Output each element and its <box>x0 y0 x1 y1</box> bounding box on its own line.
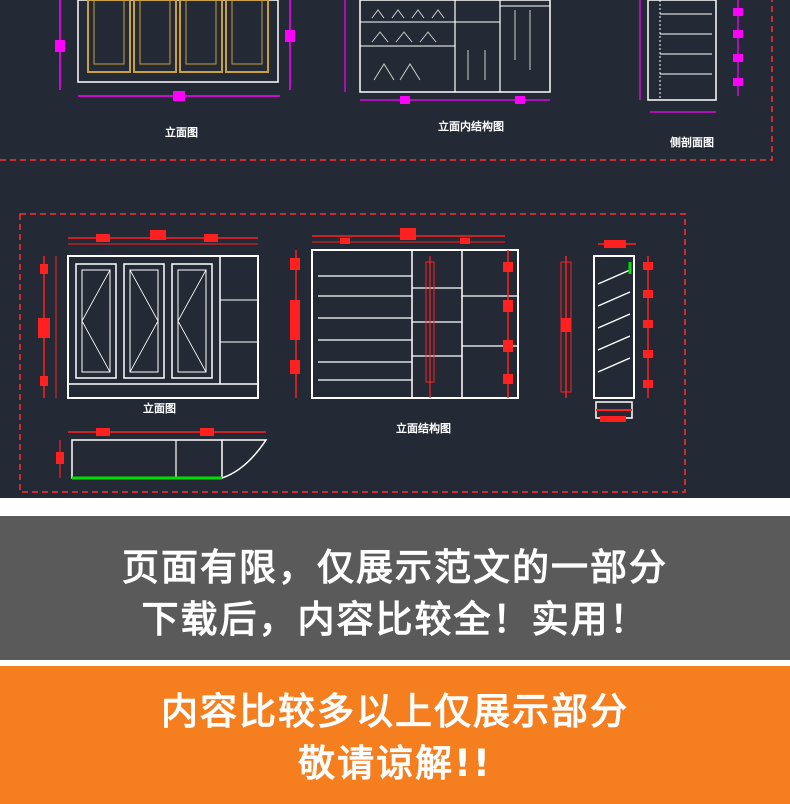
orange-banner <box>0 666 790 804</box>
grey-banner-line-1: 页面有限，仅展示范文的一部分 <box>122 546 668 589</box>
bottom-elevation <box>38 230 259 399</box>
label-top-side-section: 侧剖面图 <box>670 135 714 149</box>
separator <box>0 498 790 516</box>
separator-2 <box>0 660 790 666</box>
top-side-section <box>639 0 743 113</box>
top-wardrobe-elevation <box>55 0 295 101</box>
bottom-structure <box>290 228 519 399</box>
label-bottom-elevation: 立面图 <box>143 401 176 415</box>
grey-banner <box>0 516 790 660</box>
orange-banner-line-2: 敬请谅解!! <box>298 742 492 785</box>
cad-drawing-svg: 立面图 立面内结构图 <box>0 0 773 493</box>
top-inner-structure <box>344 0 551 104</box>
bottom-side-section <box>560 240 653 422</box>
orange-banner-line-1: 内容比较多以上仅展示部分 <box>161 690 629 733</box>
bottom-plan-view <box>56 428 268 480</box>
bottom-frame <box>19 213 686 493</box>
label-top-elevation: 立面图 <box>165 125 198 139</box>
label-top-inner-structure: 立面内结构图 <box>438 119 504 133</box>
cad-drawing-preview: 立面图 立面内结构图 <box>0 0 790 498</box>
label-bottom-structure: 立面结构图 <box>396 421 451 435</box>
grey-banner-line-2: 下载后，内容比较全！实用！ <box>141 598 649 641</box>
top-frame <box>0 0 773 161</box>
